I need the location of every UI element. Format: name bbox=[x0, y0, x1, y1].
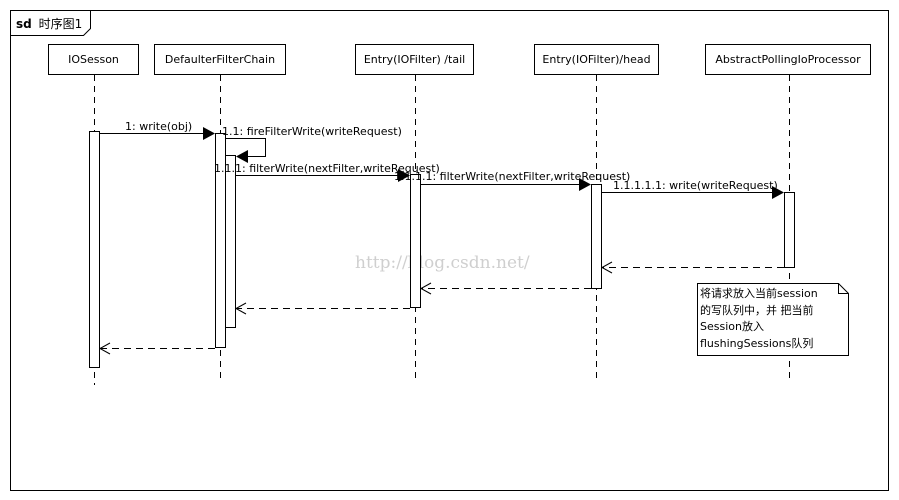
message-1: 1: write(obj) bbox=[100, 120, 215, 140]
activation-head bbox=[591, 184, 602, 289]
diagram-frame bbox=[10, 10, 889, 491]
return-arrowhead bbox=[419, 282, 432, 295]
message-1-1-1-1-1: 1.1.1.1.1: write(writeRequest) bbox=[602, 179, 784, 199]
message-1-1-1-1: 1.1.1.1: filterWrite(nextFilter,writeReq… bbox=[394, 170, 630, 191]
note-line: Session放入 bbox=[700, 319, 764, 333]
participant-chain: DefaulterFilterChain bbox=[154, 44, 286, 75]
participant-head: Entry(IOFilter)/head bbox=[534, 44, 659, 75]
return-arrowhead bbox=[98, 342, 111, 355]
activation-iosession bbox=[89, 131, 100, 368]
activation-tail bbox=[410, 174, 421, 308]
message-label: 1.1: fireFilterWrite(writeRequest) bbox=[222, 125, 402, 138]
note: 将请求放入当前session 的写队列中，并 把当前 Session放入 flu… bbox=[697, 283, 849, 356]
frame-title-prefix: sd bbox=[16, 17, 32, 31]
participant-tail: Entry(IOFilter) /tail bbox=[355, 44, 474, 75]
frame-title: sd 时序图1 bbox=[16, 16, 82, 31]
note-line: 将请求放入当前session bbox=[700, 286, 818, 300]
frame-title-tab bbox=[10, 10, 91, 36]
participant-label: IOSesson bbox=[68, 53, 119, 66]
message-label: 1.1.1.1: filterWrite(nextFilter,writeReq… bbox=[394, 170, 630, 183]
message-1-1-1: 1.1.1: filterWrite(nextFilter,writeReque… bbox=[214, 162, 440, 182]
watermark-text: http://blog.csdn.net/ bbox=[355, 253, 530, 273]
note-line: 的写队列中，并 把当前 bbox=[700, 303, 814, 317]
participant-iosession: IOSesson bbox=[48, 44, 139, 75]
activation-chain-inner bbox=[225, 155, 236, 328]
message-label: 1: write(obj) bbox=[125, 120, 192, 133]
message-1-1: 1.1: fireFilterWrite(writeRequest) bbox=[222, 125, 402, 163]
participant-label: Entry(IOFilter)/head bbox=[542, 53, 650, 66]
return-arrowhead bbox=[600, 261, 613, 274]
participant-label: AbstractPollingIoProcessor bbox=[715, 53, 861, 66]
note-line: flushingSessions队列 bbox=[700, 336, 813, 350]
participant-label: Entry(IOFilter) /tail bbox=[364, 53, 465, 66]
return-arrowhead bbox=[234, 302, 247, 315]
participant-processor: AbstractPollingIoProcessor bbox=[705, 44, 871, 75]
frame-title-name: 时序图1 bbox=[39, 16, 83, 31]
participant-label: DefaulterFilterChain bbox=[165, 53, 275, 66]
activation-processor bbox=[784, 192, 795, 268]
message-label: 1.1.1: filterWrite(nextFilter,writeReque… bbox=[214, 162, 440, 175]
message-label: 1.1.1.1.1: write(writeRequest) bbox=[613, 179, 778, 192]
